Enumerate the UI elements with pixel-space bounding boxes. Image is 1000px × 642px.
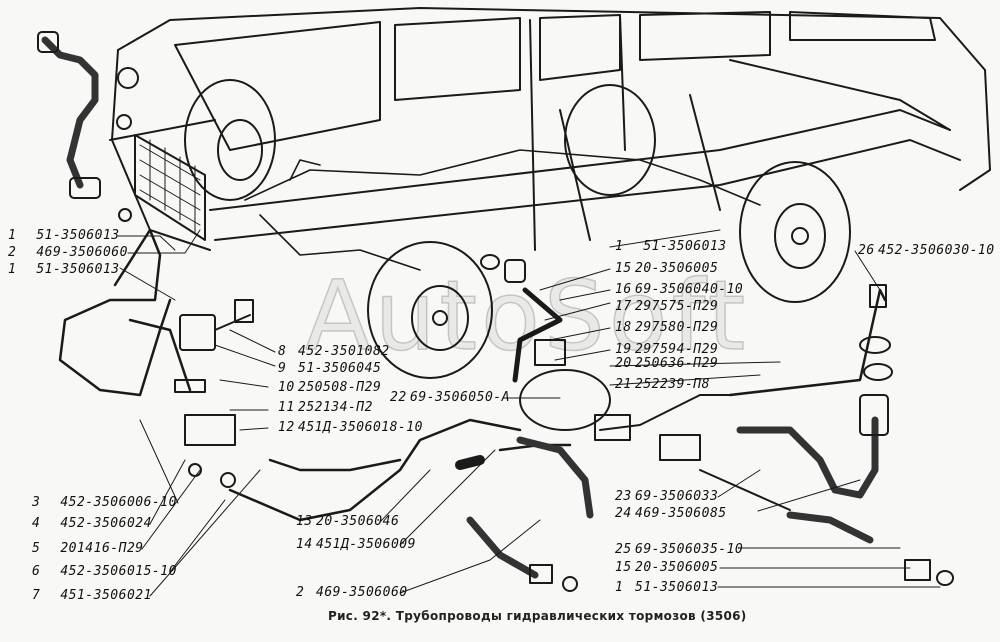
watermark: AutoSoft: [304, 259, 750, 373]
callout-label: 1 51-3506013: [8, 262, 120, 277]
callout-label: 1 51-3506013: [615, 239, 727, 254]
leader-lines: [117, 229, 941, 597]
chassis-brake-pipes: [244, 149, 761, 271]
callout-label: 5 201416-П29: [32, 541, 144, 556]
callout-label: 3 452-3506006-10: [32, 495, 177, 510]
central-hoses: [455, 394, 791, 584]
callout-label: 7 451-3506021: [32, 588, 152, 603]
front-wheel: [184, 79, 276, 201]
rear-wheel: [367, 84, 851, 379]
callout-label: 6 452-3506015-10: [32, 564, 177, 579]
front-hose-assembly: [37, 31, 132, 222]
rear-hose-assembly: [562, 284, 954, 592]
vehicle-body: [109, 7, 991, 251]
left-pipe-loop: [58, 228, 192, 397]
figure-caption: Рис. 92*. Трубопроводы гидравлических то…: [328, 609, 747, 623]
radiator-grille: [116, 67, 206, 241]
callout-label: 2 469-3506060: [8, 245, 128, 260]
tee-block: [174, 299, 254, 488]
callout-label: 1 51-3506013: [8, 228, 120, 243]
lower-pipes: [228, 418, 572, 522]
callout-label: 4 452-3506024: [32, 516, 152, 531]
